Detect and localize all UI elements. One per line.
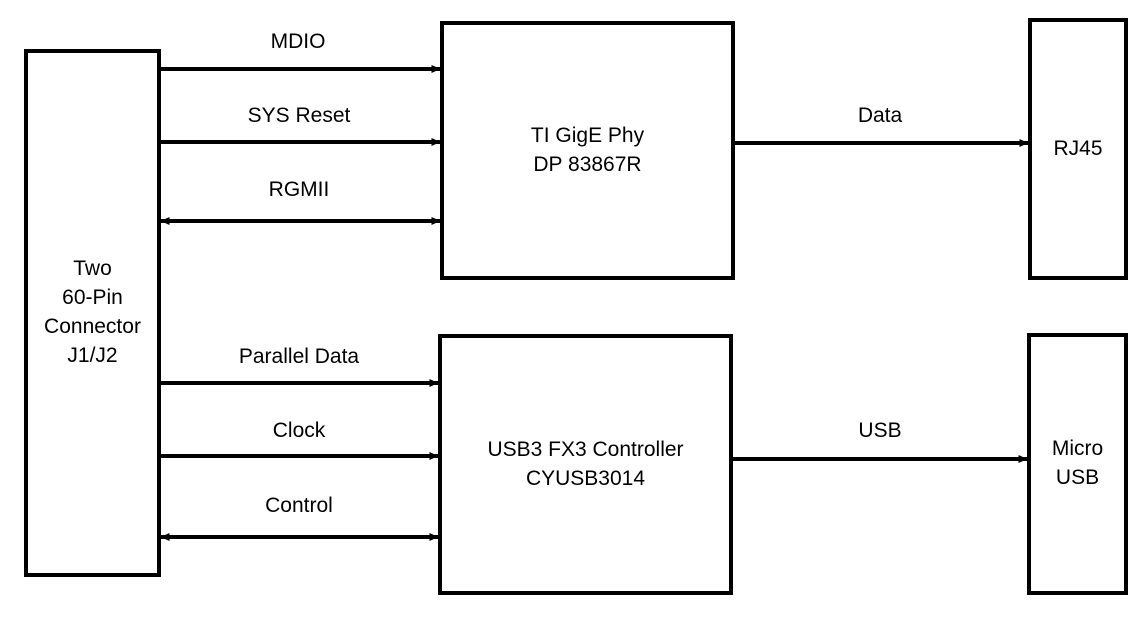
block-usb3-fx3-controller[interactable]	[438, 334, 733, 595]
blocks-layer	[24, 18, 1128, 595]
block-two-60-pin-connector[interactable]	[24, 49, 161, 577]
block-ti-gige-phy[interactable]	[440, 21, 735, 280]
connection-label-control: Control	[265, 494, 333, 517]
connection-label-parallel-data: Parallel Data	[238, 345, 360, 368]
block-rj45-connector[interactable]	[1028, 18, 1128, 280]
edges-layer	[160, 64, 1029, 542]
connection-label-sys-reset: SYS Reset	[247, 104, 351, 127]
connection-label-data: Data	[857, 104, 903, 127]
connection-label-mdio: MDIO	[270, 30, 326, 53]
connection-label-rgmii: RGMII	[268, 178, 330, 201]
connection-label-usb: USB	[858, 419, 902, 442]
block-micro-usb-connector[interactable]	[1027, 333, 1128, 595]
connection-label-clock: Clock	[272, 419, 326, 442]
